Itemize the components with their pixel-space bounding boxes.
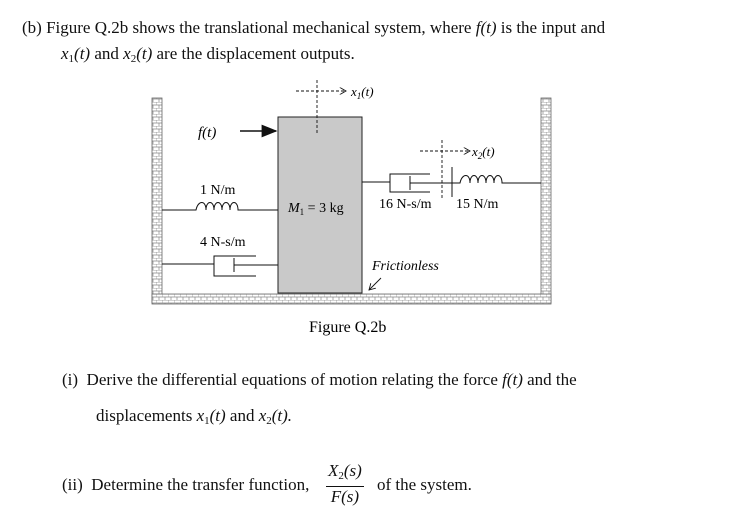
- part-i-force-symbol: f: [502, 370, 507, 389]
- part-i-x1-sub: 1: [204, 415, 210, 427]
- part-i-x2-arg: (t).: [271, 406, 293, 425]
- part-i-x1-symbol: x: [196, 406, 205, 425]
- x2-arg: (t): [136, 44, 153, 63]
- x2-label: x2(t): [471, 144, 495, 161]
- part-i-x1-arg: (t): [209, 406, 226, 425]
- x2-subscript: 2: [130, 53, 137, 65]
- right-wall: [540, 97, 552, 304]
- spring-1-label: 1 N/m: [200, 183, 236, 198]
- x1-subscript: 1: [68, 53, 75, 65]
- x1-arg: (t): [74, 44, 91, 63]
- question-text-c: are the displacement outputs.: [156, 44, 355, 63]
- spring-2: [452, 175, 541, 184]
- input-arg: (t): [480, 18, 497, 37]
- force-label: f(t): [198, 125, 216, 141]
- transfer-function-fraction: X2(s) F(s): [326, 461, 364, 507]
- figure-caption: Figure Q.2b: [309, 319, 386, 336]
- x1-symbol: x: [61, 44, 69, 63]
- part-i-x2-sub: 2: [266, 415, 272, 427]
- damper-2: [362, 167, 453, 197]
- mass-label: M1 = 3 kg: [287, 201, 344, 217]
- part-i-label: (i): [62, 370, 79, 389]
- part-i-force-arg: (t): [506, 370, 523, 389]
- part-i-line-2: displacements x1(t) and x2(t).: [96, 406, 292, 427]
- ground: [151, 293, 552, 305]
- mass-block: [277, 116, 363, 294]
- part-ii-label: (ii): [62, 475, 83, 494]
- part-i-x2-symbol: x: [258, 406, 267, 425]
- input-symbol: f: [475, 18, 481, 37]
- part-ii-tail: of the system.: [377, 475, 472, 495]
- question-text-a: Figure Q.2b shows the translational mech…: [46, 18, 472, 37]
- fraction-denominator: F(s): [330, 487, 360, 506]
- frictionless-pointer: [369, 277, 382, 290]
- part-ii-text-b: of the system.: [377, 475, 472, 494]
- part-i-line-1: (i) Derive the differential equations of…: [62, 370, 577, 390]
- question-line-1: (b) Figure Q.2b shows the translational …: [22, 18, 605, 38]
- x1-label: x1(t): [350, 84, 374, 101]
- spring-1: [162, 202, 278, 211]
- x2-symbol: x: [123, 44, 131, 63]
- fraction-numerator: X2(s): [326, 461, 364, 487]
- damper-1: [162, 255, 278, 277]
- part-ii-line: (ii) Determine the transfer function,: [62, 475, 309, 495]
- question-text-b: is the input and: [500, 18, 606, 37]
- part-ii-text-a: Determine the transfer function,: [91, 475, 310, 494]
- and-word: and: [94, 44, 119, 63]
- part-i-and: and the: [527, 370, 577, 389]
- spring-2-label: 15 N/m: [456, 197, 499, 212]
- damper-2-label: 16 N-s/m: [379, 197, 432, 212]
- frictionless-label: Frictionless: [371, 259, 439, 274]
- damper-1-label: 4 N-s/m: [200, 235, 246, 250]
- left-wall: [151, 97, 163, 304]
- part-i-text-a: Derive the differential equations of mot…: [86, 370, 498, 389]
- part-i-text-b: displacements: [96, 406, 193, 425]
- question-line-2: x1(t) and x2(t) are the displacement out…: [61, 44, 355, 65]
- part-i-and-2: and: [229, 406, 255, 425]
- question-label: (b): [22, 18, 42, 37]
